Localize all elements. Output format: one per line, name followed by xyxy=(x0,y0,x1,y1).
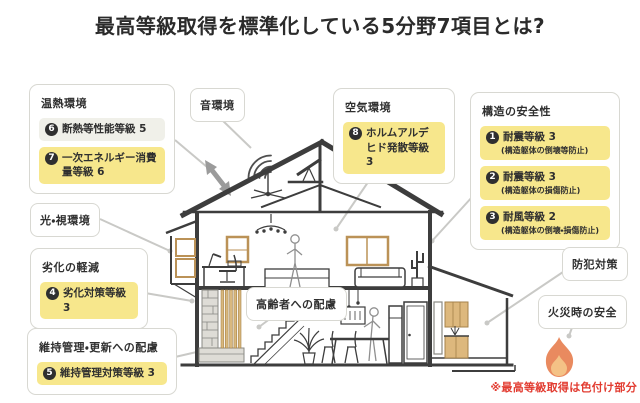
item-number-badge: 8 xyxy=(349,127,362,140)
category-deterioration-reduction: 劣化の軽減 4 劣化対策等級 3 xyxy=(30,248,148,330)
item-number-badge: 5 xyxy=(43,367,56,380)
grade-item-seismic-collapse: 1 耐震等級 3 (構造躯体の倒壊等防止) xyxy=(480,126,610,161)
category-thermal-environment: 温熱環境 6 断熱等性能等級 5 7 一次エネルギー消費量等級 6 xyxy=(29,84,175,195)
grade-item-maintenance: 5 維持管理対策等級 3 xyxy=(37,362,167,385)
grade-item-wind-resistance: 3 耐風等級 2 (構造躯体の倒壊・損傷防止) xyxy=(480,206,610,241)
grade-item-deterioration: 4 劣化対策等級 3 xyxy=(40,282,138,320)
second-floor-furniture xyxy=(202,214,424,289)
left-bay-window xyxy=(165,219,198,299)
category-title: 劣化の軽減 xyxy=(42,261,100,274)
item-number-badge: 1 xyxy=(486,131,499,144)
grade-item-note: (構造躯体の倒壊・損傷防止) xyxy=(501,225,600,235)
grade-item-label: 耐風等級 2 xyxy=(503,211,556,224)
category-maintenance: 維持管理・更新への配慮 5 維持管理対策等級 3 xyxy=(27,328,177,395)
grade-item-label: 耐震等級 3 xyxy=(503,171,556,184)
category-sound-environment: 音環境 xyxy=(190,88,245,122)
grade-item-label: ホルムアルデヒド発散等級 3 xyxy=(366,127,429,169)
grade-item-seismic-damage: 2 耐震等級 3 (構造躯体の損傷防止) xyxy=(480,166,610,201)
category-air-environment: 空気環境 8 ホルムアルデヒド発散等級 3 xyxy=(333,88,455,185)
category-title: 維持管理・更新への配慮 xyxy=(39,341,159,354)
entry-attachment xyxy=(427,264,516,372)
page-title: 最高等級取得を標準化している5分野7項目とは? xyxy=(94,14,546,38)
item-number-badge: 6 xyxy=(45,123,58,136)
highlight-footnote: ※最高等級取得は色付け部分 xyxy=(490,381,637,394)
grade-item-insulation: 6 断熱等性能等級 5 xyxy=(39,118,165,141)
item-number-badge: 2 xyxy=(486,171,499,185)
grade-item-label: 一次エネルギー消費量等級 6 xyxy=(62,151,157,179)
category-structural-safety: 構造の安全性 1 耐震等級 3 (構造躯体の倒壊等防止) 2 耐震等級 3 (構… xyxy=(470,92,620,251)
item-number-badge: 7 xyxy=(45,151,58,165)
category-title: 構造の安全性 xyxy=(482,105,551,118)
category-fire-safety: 火災時の安全 xyxy=(538,295,627,329)
fire-icon xyxy=(545,337,574,377)
grade-item-primary-energy: 7 一次エネルギー消費量等級 6 xyxy=(39,146,165,185)
telescope-icon xyxy=(296,157,322,182)
grade-item-note: (構造躯体の損傷防止) xyxy=(501,185,581,195)
category-light-visual-environment: 光・視環境 xyxy=(30,203,101,237)
person-second-floor xyxy=(286,234,303,288)
first-floor-interior xyxy=(198,289,428,366)
grade-item-note: (構造躯体の倒壊等防止) xyxy=(501,145,589,155)
person-first-floor xyxy=(363,307,381,362)
category-title: 温熱環境 xyxy=(41,97,87,110)
category-elderly-consideration: 高齢者への配慮 xyxy=(246,287,347,321)
grade-item-label: 断熱等性能等級 5 xyxy=(62,123,147,135)
category-title: 空気環境 xyxy=(345,101,391,114)
grade-item-label: 維持管理対策等級 3 xyxy=(60,367,155,379)
item-number-badge: 3 xyxy=(486,211,499,225)
grade-item-label: 劣化対策等級 3 xyxy=(63,287,126,314)
grade-item-label: 耐震等級 3 xyxy=(503,131,556,143)
item-number-badge: 4 xyxy=(46,287,59,300)
category-crime-prevention: 防犯対策 xyxy=(562,247,628,281)
ceiling-fan-icon xyxy=(250,171,286,199)
grade-item-formaldehyde: 8 ホルムアルデヒド発散等級 3 xyxy=(343,122,445,175)
